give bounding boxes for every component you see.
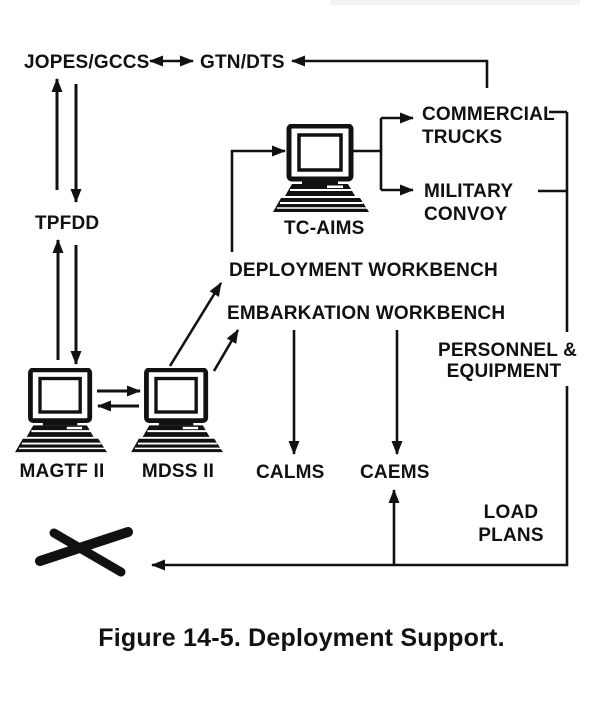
mdss-ii-computer-icon xyxy=(131,370,223,452)
node-tc-aims: TC-AIMS xyxy=(284,218,365,239)
military-convoy-line2: CONVOY xyxy=(424,204,508,225)
figure-caption: Figure 14-5. Deployment Support. xyxy=(98,624,505,652)
commercial-trucks-line2: TRUCKS xyxy=(422,127,503,148)
load-plans-line1: LOAD xyxy=(483,502,539,523)
arrow-mdss-to-embarkation-workbench xyxy=(212,329,240,372)
scan-smudge xyxy=(330,0,580,5)
node-calms: CALMS xyxy=(256,462,325,483)
flow-label-load-plans: LOAD PLANS xyxy=(468,501,554,547)
node-military-convoy: MILITARY CONVOY xyxy=(424,180,513,226)
node-deployment-workbench: DEPLOYMENT WORKBENCH xyxy=(229,260,498,281)
aircraft-icon xyxy=(35,527,133,577)
arrow-flow-to-aircraft xyxy=(151,386,569,571)
node-caems: CAEMS xyxy=(360,462,430,483)
node-magtf-ii: MAGTF II xyxy=(19,461,105,482)
personnel-equipment-line2: EQUIPMENT xyxy=(446,361,562,382)
arrow-mdss-to-deployment-workbench xyxy=(168,282,223,367)
arrow-trucks-to-gtn xyxy=(291,55,489,88)
load-plans-line2: PLANS xyxy=(478,525,544,546)
military-convoy-line1: MILITARY xyxy=(424,181,514,202)
node-commercial-trucks: COMMERCIAL TRUCKS xyxy=(422,103,555,149)
node-embarkation-workbench: EMBARKATION WORKBENCH xyxy=(227,303,506,324)
node-tpfdd: TPFDD xyxy=(35,213,100,234)
flow-label-personnel-equipment: PERSONNEL & EQUIPMENT xyxy=(438,340,578,382)
tc-aims-computer-icon xyxy=(273,126,369,212)
commercial-trucks-line1: COMMERCIAL xyxy=(422,104,555,125)
node-mdss-ii: MDSS II xyxy=(141,461,215,482)
magtf-ii-computer-icon xyxy=(15,370,107,452)
node-gtn-dts: GTN/DTS xyxy=(200,52,285,73)
arrow-workbench-to-tcaims xyxy=(230,145,286,252)
personnel-equipment-line1: PERSONNEL & xyxy=(438,340,578,361)
node-jopes-gccs: JOPES/GCCS xyxy=(24,52,150,73)
